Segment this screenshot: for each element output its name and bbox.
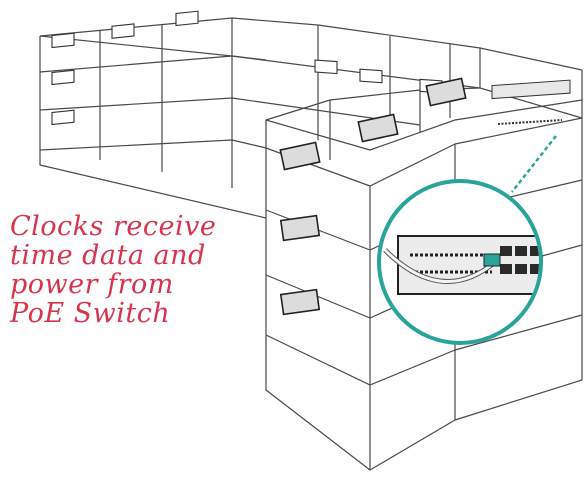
caption-line: time data and <box>10 241 280 270</box>
zoom-inset <box>379 181 558 343</box>
caption-line: power from <box>10 270 280 299</box>
caption-line: Clocks receive <box>10 212 280 241</box>
poe-switch-icon <box>492 80 570 124</box>
digital-clock-icon <box>52 11 442 124</box>
zoom-connector <box>512 136 556 192</box>
caption-line: PoE Switch <box>10 299 280 328</box>
caption: Clocks receive time data and power from … <box>10 212 280 328</box>
